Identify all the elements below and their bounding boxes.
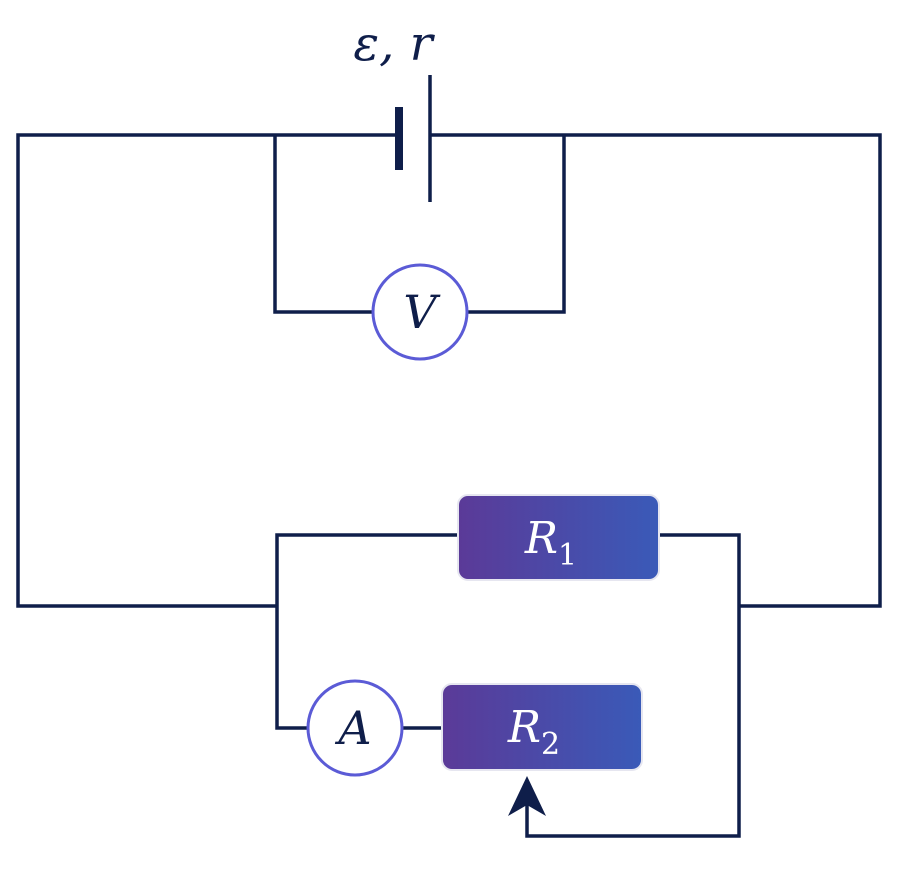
resistor-r2-label: R2 xyxy=(507,702,560,762)
ammeter: A xyxy=(306,679,404,777)
voltmeter-branch xyxy=(273,135,566,314)
branch-left-rail xyxy=(275,533,458,730)
ammeter-label: A xyxy=(334,701,371,755)
resistor-r2: R2 xyxy=(441,683,643,771)
resistor-r2-subscript: 2 xyxy=(541,727,560,762)
resistor-r1-body xyxy=(457,494,660,581)
ammeter-circle xyxy=(306,679,404,777)
voltmeter-label: V xyxy=(403,285,441,339)
source-label: ε, r xyxy=(353,16,435,72)
resistor-r1: R1 xyxy=(457,494,660,581)
voltmeter-wire-right xyxy=(467,135,566,314)
voltmeter: V xyxy=(371,263,469,361)
resistor-r1-label: R1 xyxy=(524,513,577,573)
resistor-r2-body xyxy=(441,683,643,771)
slider-arrow-icon xyxy=(508,776,546,816)
resistor-r1-subscript: 1 xyxy=(558,538,577,573)
resistor-r2-symbol: R xyxy=(507,702,541,753)
branch-right-rail xyxy=(525,533,741,838)
resistor-r1-symbol: R xyxy=(524,513,558,564)
voltmeter-circle xyxy=(371,263,469,361)
main-loop-wires xyxy=(16,133,882,608)
wire-top-right xyxy=(430,133,882,608)
voltmeter-wire-left xyxy=(273,135,373,314)
parallel-network-wires xyxy=(275,533,741,838)
wire-top-left xyxy=(16,133,399,608)
battery-cell xyxy=(395,75,432,202)
